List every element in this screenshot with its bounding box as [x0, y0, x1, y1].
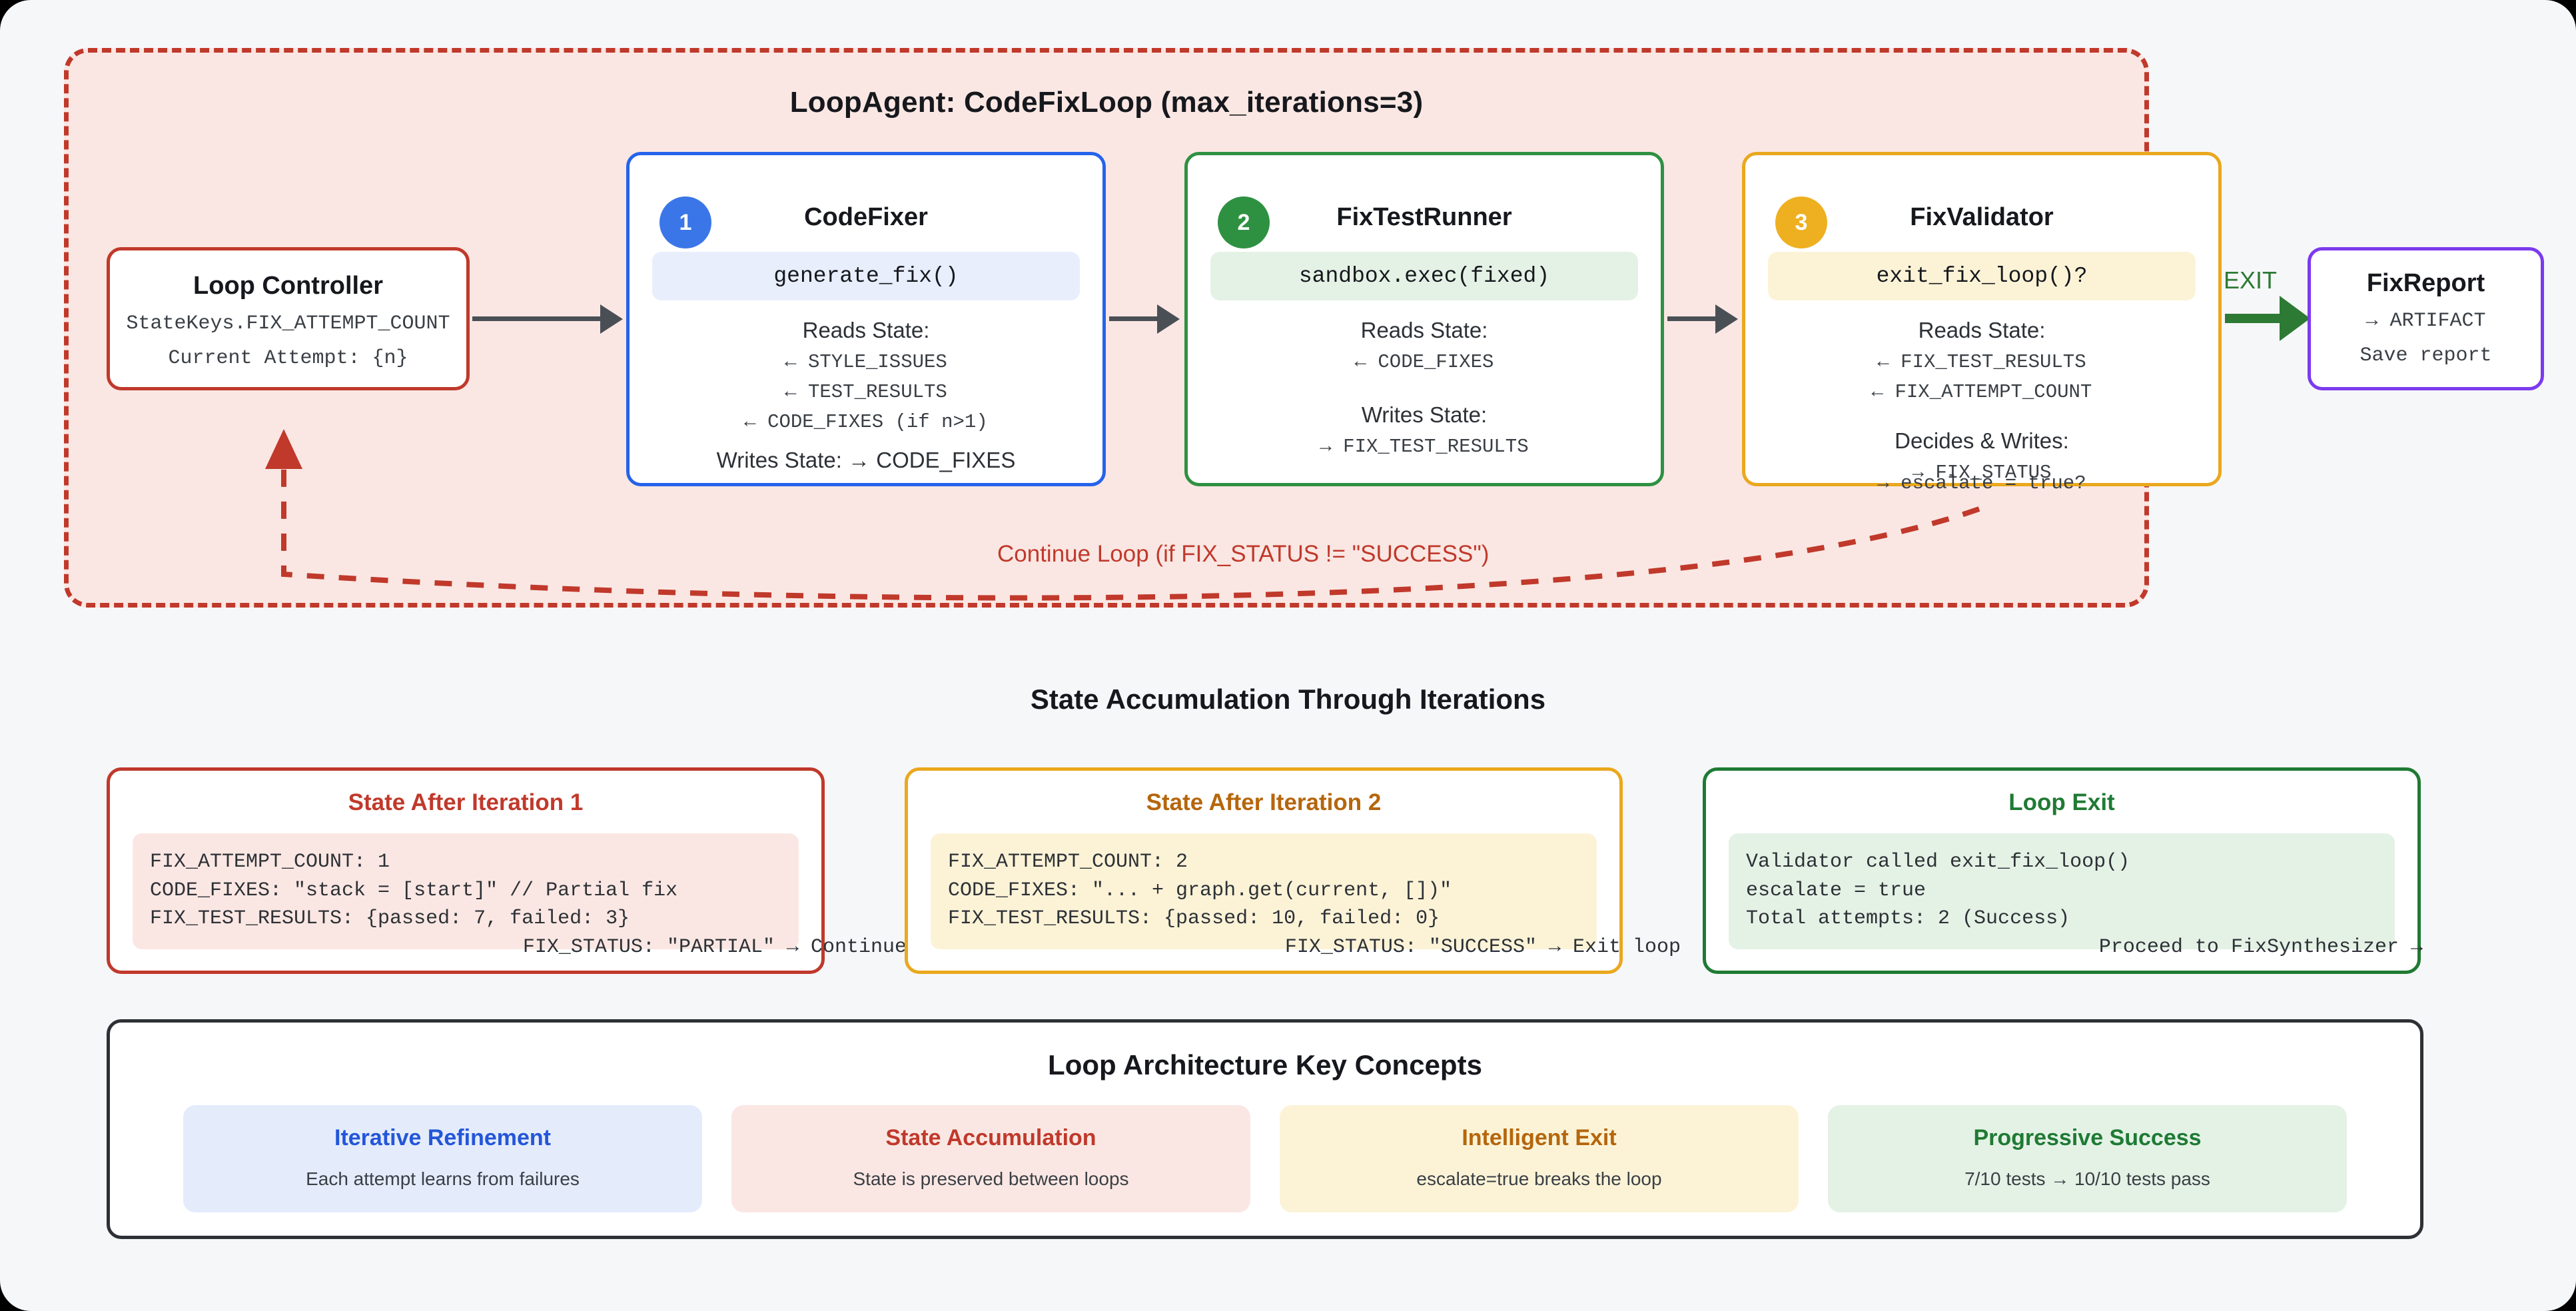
concept-1-desc: State is preserved between loops — [853, 1168, 1129, 1189]
node-codefixer-read-3: ← CODE_FIXES (if n>1) — [744, 411, 988, 433]
continue-loop-label: Continue Loop (if FIX_STATUS != "SUCCESS… — [997, 541, 1490, 567]
state-card-2-line-1: FIX_ATTEMPT_COUNT: 2 — [948, 851, 1188, 873]
node-fixtestrunner-reads-head: Reads State: — [1360, 318, 1488, 342]
node-codefixer-code: generate_fix() — [652, 252, 1080, 300]
state-card-3-line-1: Validator called exit_fix_loop() — [1746, 851, 2130, 873]
state-card-1-line-3: FIX_TEST_RESULTS: {passed: 7, failed: 3} — [150, 907, 630, 931]
node-fixreport-title: FixReport — [2366, 269, 2485, 297]
exit-label: EXIT — [2224, 266, 2278, 294]
node-codefixer-title: CodeFixer — [804, 203, 928, 231]
state-card-3-body: Validator called exit_fix_loop() escalat… — [1729, 833, 2395, 949]
node-fixtestrunner-code: sandbox.exec(fixed) — [1210, 252, 1638, 300]
node-fixvalidator-code: exit_fix_loop()? — [1768, 252, 2196, 300]
node-fixvalidator[interactable]: 3 FixValidator exit_fix_loop()? Reads St… — [1742, 152, 2222, 494]
step-badge-1: 1 — [659, 197, 711, 248]
key-concepts-panel: Loop Architecture Key Concepts Iterative… — [107, 1019, 2423, 1239]
arrow-head-fixtestrunner-to-fixvalidator — [1715, 304, 1738, 334]
arrow-head-controller-to-codefixer — [600, 304, 623, 334]
node-fixtestrunner-title: FixTestRunner — [1336, 203, 1512, 231]
concept-progressive-success[interactable]: Progressive Success 7/10 tests → 10/10 t… — [1828, 1105, 2347, 1212]
concept-0-desc: Each attempt learns from failures — [306, 1168, 580, 1189]
arrow-controller-to-codefixer — [472, 316, 603, 321]
state-card-iteration-2[interactable]: State After Iteration 2 FIX_ATTEMPT_COUN… — [905, 767, 1681, 974]
loop-controller-title: Loop Controller — [193, 272, 383, 300]
node-fixvalidator-write-1: → FIX_STATUS — [1912, 462, 2052, 484]
concept-state-accumulation[interactable]: State Accumulation State is preserved be… — [731, 1105, 1250, 1212]
node-codefixer-reads-head: Reads State: — [802, 318, 930, 342]
node-fixtestrunner[interactable]: 2 FixTestRunner sandbox.exec(fixed) Read… — [1184, 152, 1664, 486]
state-card-3-line-2: escalate = true — [1746, 879, 1927, 902]
node-fixreport[interactable]: FixReport → ARTIFACT Save report — [2308, 247, 2544, 390]
state-section-title: State Accumulation Through Iterations — [1030, 683, 1546, 715]
state-card-iteration-1[interactable]: State After Iteration 1 FIX_ATTEMPT_COUN… — [107, 767, 907, 974]
state-card-2-body: FIX_ATTEMPT_COUNT: 2 CODE_FIXES: "... + … — [931, 833, 1597, 949]
concept-3-desc: 7/10 tests → 10/10 tests pass — [1964, 1168, 2210, 1189]
node-codefixer-read-1: ← STYLE_ISSUES — [785, 351, 947, 373]
node-codefixer-writes: Writes State: → CODE_FIXES — [716, 448, 1016, 472]
node-fixvalidator-reads-head: Reads State: — [1918, 318, 2046, 342]
node-fixvalidator-title: FixValidator — [1910, 203, 2054, 231]
concept-intelligent-exit[interactable]: Intelligent Exit escalate=true breaks th… — [1280, 1105, 1799, 1212]
node-fixtestrunner-write-1: → FIX_TEST_RESULTS — [1320, 436, 1529, 458]
node-fixtestrunner-read-1: ← CODE_FIXES — [1354, 351, 1494, 373]
loop-title: LoopAgent: CodeFixLoop (max_iterations=3… — [789, 86, 1424, 119]
concept-0-title: Iterative Refinement — [334, 1125, 551, 1150]
step-badge-2: 2 — [1218, 197, 1270, 248]
state-card-3-footer: Proceed to FixSynthesizer → — [2098, 936, 2423, 959]
node-fixvalidator-read-2: ← FIX_ATTEMPT_COUNT — [1871, 381, 2092, 403]
node-codefixer-read-2: ← TEST_RESULTS — [785, 381, 947, 403]
concept-3-title: Progressive Success — [1973, 1125, 2202, 1150]
state-card-1-line-1: FIX_ATTEMPT_COUNT: 1 — [150, 851, 390, 873]
arrow-fixtestrunner-to-fixvalidator — [1667, 316, 1717, 321]
state-card-loop-exit[interactable]: Loop Exit Validator called exit_fix_loop… — [1703, 767, 2423, 974]
key-concepts-title: Loop Architecture Key Concepts — [1048, 1049, 1482, 1081]
state-card-3-title: Loop Exit — [2008, 789, 2115, 815]
arrow-codefixer-to-fixtestrunner — [1109, 316, 1158, 321]
state-card-3-line-3: Total attempts: 2 (Success) — [1746, 907, 2070, 931]
loop-controller-attempt: Current Attempt: {n} — [168, 347, 408, 370]
loop-controller-statekey: StateKeys.FIX_ATTEMPT_COUNT — [126, 312, 450, 335]
arrow-head-codefixer-to-fixtestrunner — [1157, 304, 1180, 334]
state-card-1-footer: FIX_STATUS: "PARTIAL" → Continue — [522, 936, 907, 959]
node-fixvalidator-escalate: → escalate = true? — [1877, 472, 2086, 494]
state-card-1-title: State After Iteration 1 — [348, 789, 584, 815]
concept-1-title: State Accumulation — [885, 1125, 1096, 1150]
node-fixvalidator-writes-head: Decides & Writes: — [1895, 428, 2069, 453]
key-concepts-row: Iterative Refinement Each attempt learns… — [183, 1105, 2347, 1212]
state-card-2-title: State After Iteration 2 — [1146, 789, 1382, 815]
step-badge-3: 3 — [1775, 197, 1827, 248]
loop-controller-node[interactable]: Loop Controller StateKeys.FIX_ATTEMPT_CO… — [107, 247, 470, 390]
node-fixreport-artifact: → ARTIFACT — [2365, 310, 2486, 332]
arrow-head-exit-to-fixreport — [2280, 296, 2310, 341]
state-card-1-body: FIX_ATTEMPT_COUNT: 1 CODE_FIXES: "stack … — [133, 833, 799, 949]
node-fixvalidator-read-1: ← FIX_TEST_RESULTS — [1877, 351, 2086, 373]
node-fixreport-save: Save report — [2360, 344, 2492, 367]
arrow-exit-to-fixreport — [2225, 314, 2282, 323]
node-codefixer[interactable]: 1 CodeFixer generate_fix() Reads State: … — [626, 152, 1106, 486]
state-card-2-line-2: CODE_FIXES: "... + graph.get(current, []… — [948, 879, 1452, 902]
state-card-1-line-2: CODE_FIXES: "stack = [start]" // Partial… — [150, 879, 678, 902]
state-card-2-line-3: FIX_TEST_RESULTS: {passed: 10, failed: 0… — [948, 907, 1440, 931]
concept-2-desc: escalate=true breaks the loop — [1416, 1168, 1662, 1189]
concept-iterative-refinement[interactable]: Iterative Refinement Each attempt learns… — [183, 1105, 702, 1212]
state-card-2-footer: FIX_STATUS: "SUCCESS" → Exit loop — [1284, 936, 1681, 959]
concept-2-title: Intelligent Exit — [1462, 1125, 1617, 1150]
node-fixtestrunner-writes-head: Writes State: — [1361, 402, 1488, 427]
